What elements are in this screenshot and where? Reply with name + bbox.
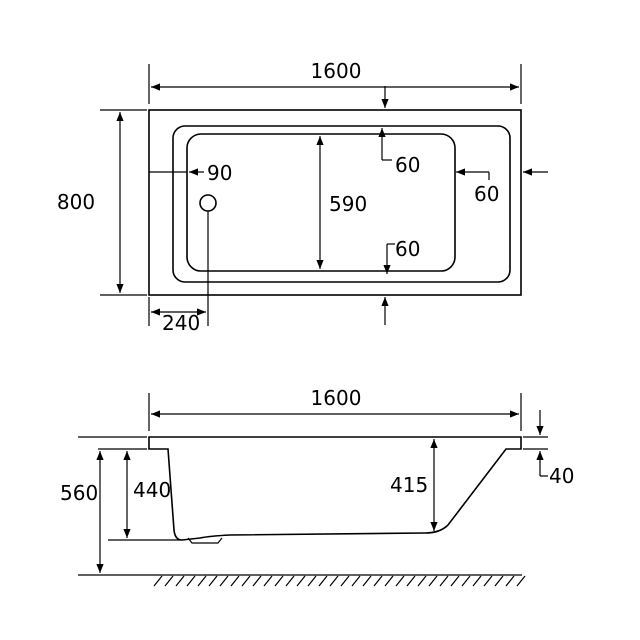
floor-hatch — [148, 574, 526, 587]
rim-bottom-label: 60 — [395, 237, 420, 261]
floor-hatch-tick — [428, 575, 438, 587]
floor-hatch-tick — [307, 575, 317, 587]
floor-hatch-tick — [296, 575, 306, 587]
floor-hatch-tick — [219, 575, 229, 587]
floor-hatch-tick — [164, 575, 174, 587]
floor-hatch-tick — [384, 575, 394, 587]
plan-view: 1600 800 590 90 240 60 60 — [57, 59, 548, 335]
floor-hatch-tick — [252, 575, 262, 587]
waste-side-offset-label: 90 — [207, 161, 232, 185]
floor-hatch-tick — [186, 575, 196, 587]
floor-hatch-tick — [373, 575, 383, 587]
floor-hatch-tick — [395, 575, 405, 587]
waste-end-offset-label: 240 — [162, 311, 200, 335]
rim-thickness-label: 40 — [549, 464, 574, 488]
bath-outer-outline — [148, 109, 522, 296]
plan-width-label: 800 — [57, 190, 95, 214]
plan-length-label: 1600 — [311, 59, 362, 83]
floor-hatch-tick — [340, 575, 350, 587]
floor-hatch-tick — [274, 575, 284, 587]
rim-top-label: 60 — [395, 153, 420, 177]
rim-end-label: 60 — [474, 182, 499, 206]
side-length-label: 1600 — [311, 386, 362, 410]
floor-hatch-tick — [406, 575, 416, 587]
floor-hatch-tick — [505, 575, 515, 587]
floor-hatch-tick — [362, 575, 372, 587]
floor-hatch-tick — [417, 575, 427, 587]
floor-hatch-tick — [439, 575, 449, 587]
inner-depth-label: 415 — [390, 473, 428, 497]
floor-hatch-tick — [351, 575, 361, 587]
floor-hatch-tick — [472, 575, 482, 587]
floor-hatch-tick — [329, 575, 339, 587]
floor-hatch-tick — [461, 575, 471, 587]
floor-hatch-tick — [197, 575, 207, 587]
floor-hatch-tick — [483, 575, 493, 587]
floor-hatch-tick — [516, 575, 526, 587]
floor-hatch-tick — [153, 575, 163, 587]
floor-hatch-tick — [175, 575, 185, 587]
tub-height-label: 440 — [133, 478, 171, 502]
floor-hatch-tick — [208, 575, 218, 587]
waste-outlet-circle — [199, 194, 217, 212]
floor-hatch-tick — [230, 575, 240, 587]
side-view: 1600 560 440 415 40 — [60, 386, 574, 587]
plan-inner-width-label: 590 — [329, 192, 367, 216]
floor-hatch-tick — [494, 575, 504, 587]
floor-hatch-tick — [241, 575, 251, 587]
bath-side-profile — [148, 436, 522, 541]
floor-hatch-tick — [450, 575, 460, 587]
bath-foot — [187, 537, 223, 544]
floor-hatch-tick — [285, 575, 295, 587]
floor-hatch-tick — [318, 575, 328, 587]
bath-basin-outline — [186, 133, 456, 272]
total-height-label: 560 — [60, 481, 98, 505]
floor-hatch-tick — [263, 575, 273, 587]
bath-rim-edge — [172, 125, 511, 283]
